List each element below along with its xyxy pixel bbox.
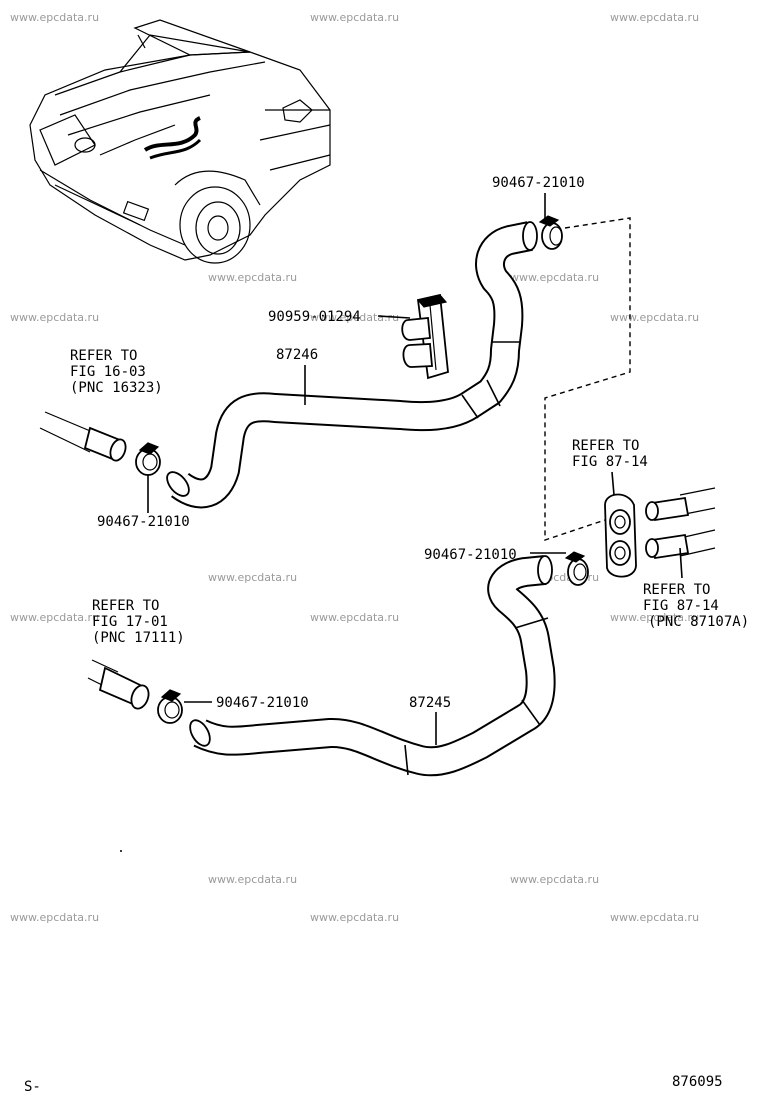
watermark: www.epcdata.ru [310, 911, 399, 924]
hose-cushion [401, 293, 449, 380]
label-hose-87245[interactable]: 87245 [409, 695, 451, 711]
watermark: www.epcdata.ru [10, 911, 99, 924]
hose-band [521, 699, 541, 726]
figure-number: 876095 [672, 1074, 723, 1090]
watermark: www.epcdata.ru [10, 11, 99, 24]
pipe-stub-lower-left [87, 659, 150, 710]
car-illustration [29, 19, 331, 264]
watermark: www.epcdata.ru [10, 611, 99, 624]
watermark: www.epcdata.ru [310, 311, 399, 324]
watermark-layer: www.epcdata.ru www.epcdata.ru www.epcdat… [10, 11, 699, 924]
watermark: www.epcdata.ru [510, 271, 599, 284]
label-clamp-right-mid[interactable]: 90467-21010 [424, 547, 517, 563]
watermark: www.epcdata.ru [10, 311, 99, 324]
hose-band [514, 617, 549, 629]
refer-upper-left-line3: (PNC 16323) [70, 380, 163, 396]
hose-clamp-right-mid [564, 551, 589, 586]
stray-dot [120, 850, 122, 852]
watermark: www.epcdata.ru [610, 611, 699, 624]
hose-clamp-top [538, 215, 563, 250]
hose-end [166, 471, 190, 497]
refer-right-bottom-line2: FIG 87-14 [643, 598, 719, 614]
watermark: www.epcdata.ru [310, 611, 399, 624]
hose-clamp-left-upper [135, 442, 161, 476]
part-labels: 90467-21010 90959-01294 87246 REFER TO F… [24, 175, 749, 1095]
watermark: www.epcdata.ru [510, 873, 599, 886]
refer-upper-left-line2: FIG 16-03 [70, 364, 146, 380]
hose-band [404, 744, 409, 776]
refer-right-top-line1: REFER TO [572, 438, 639, 454]
label-hose-87246[interactable]: 87246 [276, 347, 318, 363]
label-clamp-top[interactable]: 90467-21010 [492, 175, 585, 191]
heater-hose-87245[interactable] [186, 555, 556, 777]
label-cushion[interactable]: 90959-01294 [268, 309, 361, 325]
footer-left-code: S- [24, 1079, 41, 1095]
dashed-reference-lines [544, 217, 631, 541]
hose-end [189, 719, 211, 747]
label-clamp-left-upper[interactable]: 90467-21010 [97, 514, 190, 530]
hose-end [537, 555, 553, 585]
watermark: www.epcdata.ru [208, 571, 297, 584]
refer-right-bottom-line1: REFER TO [643, 582, 710, 598]
grommet-plate [604, 493, 637, 578]
refer-right-bottom-line3: (PNC 87107A) [648, 614, 749, 630]
hose-end [522, 221, 538, 251]
pipe-stub-right [645, 487, 716, 560]
watermark: www.epcdata.ru [610, 911, 699, 924]
hose-clamp-lower-left [157, 689, 183, 724]
watermark: www.epcdata.ru [208, 271, 297, 284]
refer-upper-left-line1: REFER TO [70, 348, 137, 364]
heater-hose-87246[interactable] [163, 221, 538, 509]
pipe-stub-upper-left [39, 411, 127, 462]
watermark: www.epcdata.ru [610, 311, 699, 324]
leader-lines [147, 193, 683, 745]
refer-right-top-line2: FIG 87-14 [572, 454, 648, 470]
watermark: www.epcdata.ru [310, 11, 399, 24]
watermark: www.epcdata.ru [208, 873, 297, 886]
hose-band [461, 394, 479, 419]
refer-lower-left-line3: (PNC 17111) [92, 630, 185, 646]
label-clamp-lower-left[interactable]: 90467-21010 [216, 695, 309, 711]
refer-lower-left-line2: FIG 17-01 [92, 614, 168, 630]
hose-band [486, 379, 501, 407]
watermark: www.epcdata.ru [610, 11, 699, 24]
refer-lower-left-line1: REFER TO [92, 598, 159, 614]
